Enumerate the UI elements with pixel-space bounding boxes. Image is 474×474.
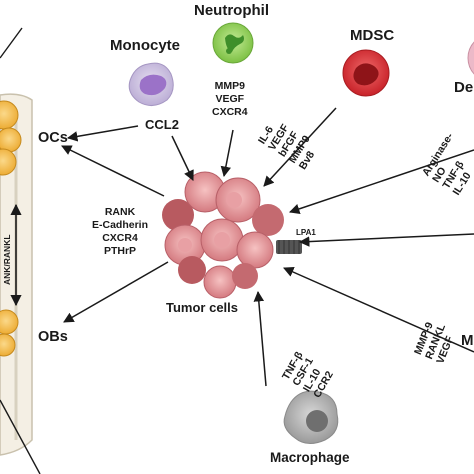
osteoclast-cluster [0,100,22,176]
obs-label: OBs [38,329,68,345]
dendritic-title-partial: De [454,79,474,96]
tumor-to-obs-arrow [63,261,169,323]
tumor-to-bone-factors: RANK E-Cadherin CXCR4 PTHrP [92,206,149,257]
monocyte-cell [128,62,174,106]
monocyte-arrow [171,135,194,181]
osteoblast-cluster [0,309,19,357]
macrophage-arrow [253,290,267,387]
dendritic-cell-partial [467,41,474,75]
mdsc-title: MDSC [350,27,395,44]
mdsc-arrow [263,107,337,187]
mdsc-cell [342,49,390,97]
tumor-cluster [162,171,284,299]
rank-rankl-label: ANK/RANKL [2,234,12,285]
ccl2-to-ocs-arrow [66,125,139,142]
tumor-title: Tumor cells [166,300,239,315]
neutrophil-title: Neutrophil [194,2,269,19]
ocs-label: OCs [38,130,68,146]
right-lower-arrow [283,267,474,353]
dendritic-arrow [289,149,474,214]
bone-column [0,93,33,456]
neutrophil-arrow [220,129,234,178]
neutrophil-cell [212,22,254,64]
tumor-to-ocs-arrow [61,145,165,197]
ccl2-label: CCL2 [145,117,179,132]
lpa1-receptor [276,240,302,254]
macrophage-title: Macrophage [270,450,350,465]
neutrophil-factors: MMP9 VEGF CXCR4 [212,80,248,118]
lpa1-label: LPA1 [296,228,316,237]
monocyte-title: Monocyte [110,37,181,54]
macrophage-cell [283,390,339,444]
right-lower-title-partial: M [461,332,474,349]
right-mid-arrow [298,233,474,247]
